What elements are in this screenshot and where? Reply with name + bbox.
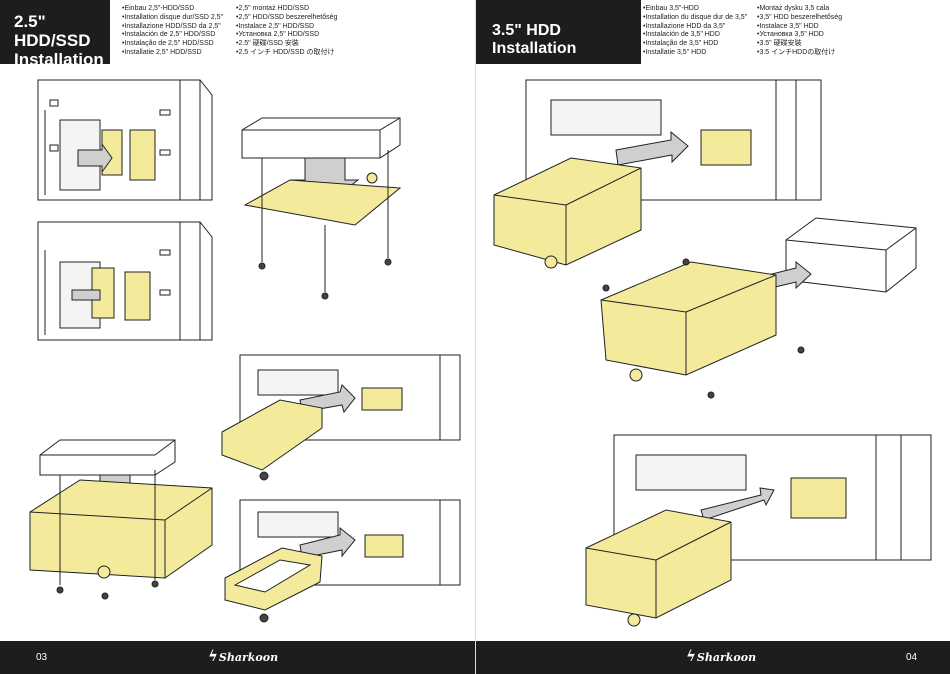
right-languages-col2: Montaż dysku 3,5 cala 3,5" HDD beszerelh… [757, 5, 842, 58]
lang-item: Instalace 2,5" HDD/SSD [236, 23, 337, 32]
bracket-removal-illustration [493, 79, 822, 269]
left-page: 2.5" HDD/SSD Installation Einbau 2,5"-HD… [0, 0, 475, 674]
case-illustration-1 [37, 79, 213, 201]
shark-logo-icon: ϟ [686, 647, 696, 665]
right-illustrations [493, 79, 932, 627]
left-languages-col1: Einbau 2,5"-HDD/SSD Installation disque … [122, 5, 223, 58]
lang-item: Installatie 2,5" HDD/SSD [122, 49, 223, 58]
lang-item: 2,5" montaż HDD/SSD [236, 5, 337, 14]
right-footer: ϟSharkoon 04 [476, 641, 950, 674]
lang-item: 3.5" 硬碟安裝 [757, 40, 842, 49]
ssd-bracket-illustration [29, 439, 213, 600]
left-languages-col2: 2,5" montaż HDD/SSD 2,5" HDD/SSD beszere… [236, 5, 337, 58]
lang-item: Installation disque dur/SSD 2,5" [122, 14, 223, 23]
lang-item: Montaż dysku 3,5 cala [757, 5, 842, 14]
lang-item: Installatie 3,5" HDD [643, 49, 747, 58]
left-footer: 03 ϟSharkoon [0, 641, 475, 674]
tray-into-case-illustration-2 [224, 499, 461, 623]
right-title: 3.5" HDD Installation [492, 22, 577, 57]
lang-item: Instalación de 2,5" HDD/SSD [122, 31, 223, 40]
lang-item: Установка 3,5" HDD [757, 31, 842, 40]
ssd-tray-illustration [241, 117, 402, 300]
left-title-line2: Installation [14, 50, 104, 69]
brand-name: Sharkoon [696, 651, 757, 664]
lang-item: 2.5 インチ HDD/SSD の取付け [236, 49, 337, 58]
lang-item: Установка 2,5" HDD/SSD [236, 31, 337, 40]
lang-item: Einbau 2,5"-HDD/SSD [122, 5, 223, 14]
case-illustration-2 [37, 221, 213, 341]
left-illustrations [29, 79, 461, 623]
lang-item: Einbau 3,5"-HDD [643, 5, 747, 14]
lang-item: Instalación de 3,5" HDD [643, 31, 747, 40]
lang-item: 3.5 インチHDDの取付け [757, 49, 842, 58]
tray-into-case-illustration-1 [221, 354, 461, 481]
lang-item: 2.5" 硬碟/SSD 安裝 [236, 40, 337, 49]
brand-logo-right: ϟSharkoon [686, 647, 756, 665]
right-page-number: 04 [906, 652, 918, 663]
lang-item: Installazione HDD da 3,5" [643, 23, 747, 32]
lang-item: Installazione HDD/SSD da 2,5" [122, 23, 223, 32]
lang-item: Instalação de 3,5" HDD [643, 40, 747, 49]
right-page: 3.5" HDD Installation Einbau 3,5"-HDD In… [475, 0, 950, 674]
left-page-number: 03 [36, 652, 48, 663]
lang-item: Installation du disque dur de 3,5" [643, 14, 747, 23]
brand-logo-left: ϟSharkoon [208, 647, 278, 665]
left-title-line1: 2.5" HDD/SSD [14, 12, 91, 50]
left-title-box: 2.5" HDD/SSD Installation [0, 0, 110, 69]
brand-name: Sharkoon [218, 651, 279, 664]
right-languages-col1: Einbau 3,5"-HDD Installation du disque d… [643, 5, 747, 58]
right-title-box: 3.5" HDD Installation [476, 0, 641, 64]
hdd-bracket-illustration [600, 217, 917, 399]
lang-item: 3,5" HDD beszerelhetőség [757, 14, 842, 23]
bracket-install-illustration [585, 434, 932, 627]
lang-item: Instalação de 2,5" HDD/SSD [122, 40, 223, 49]
lang-item: 2,5" HDD/SSD beszerelhetőség [236, 14, 337, 23]
lang-item: Instalace 3,5" HDD [757, 23, 842, 32]
shark-logo-icon: ϟ [208, 647, 218, 665]
